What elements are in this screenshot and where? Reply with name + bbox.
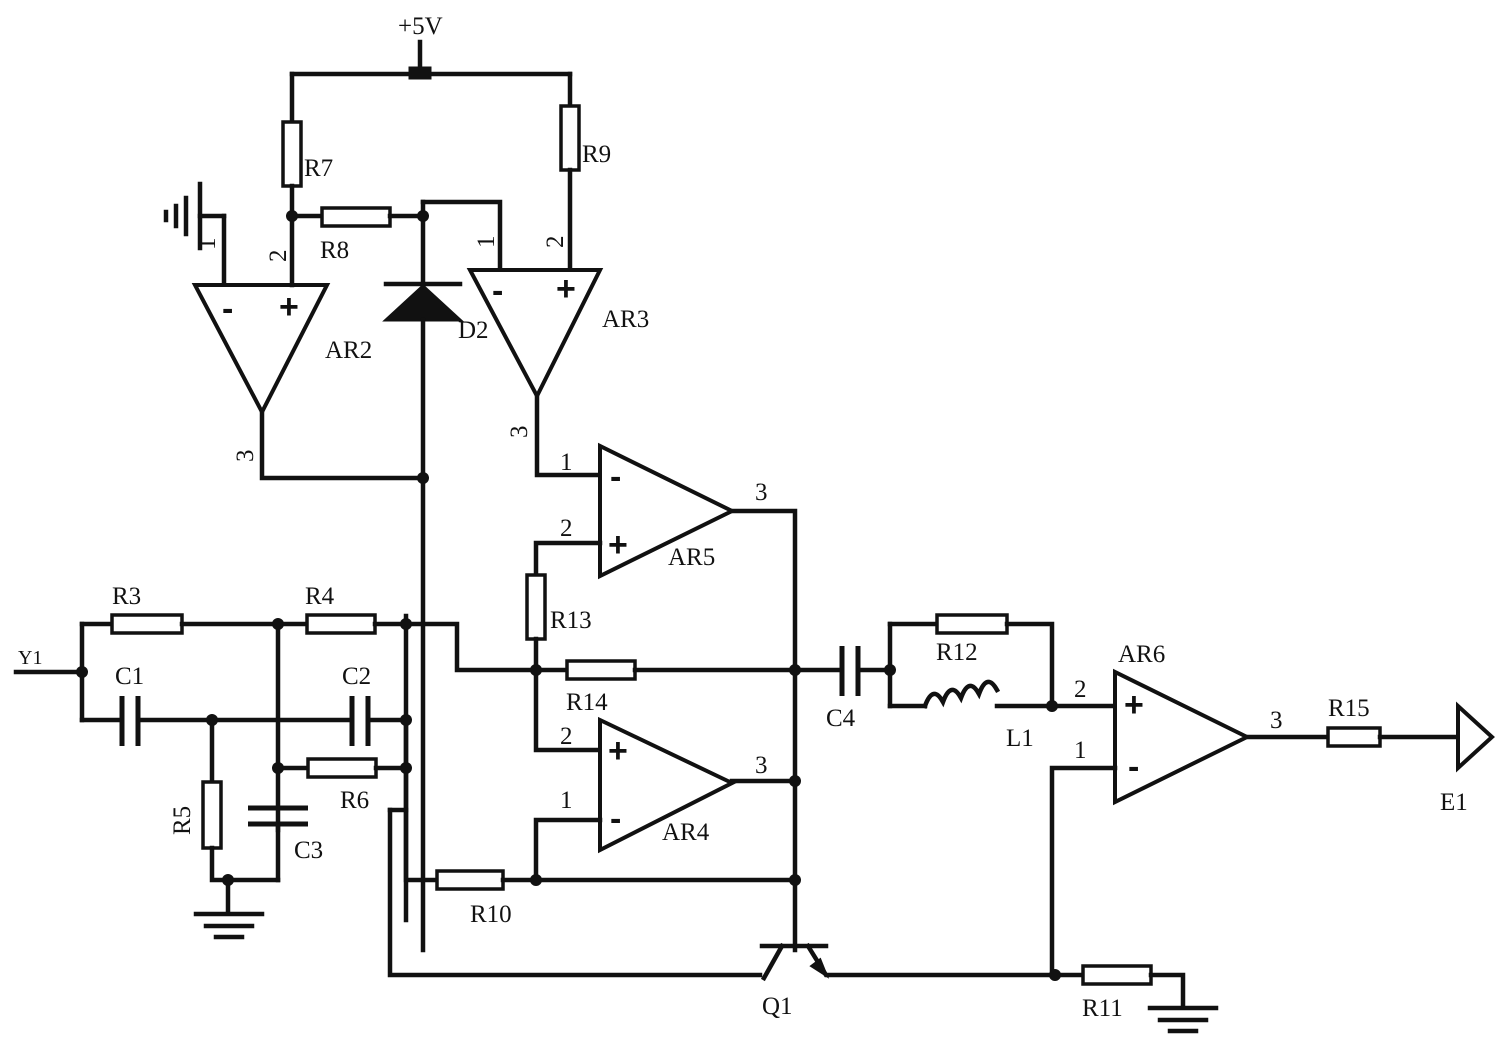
r5-label: R5 [169, 806, 196, 835]
resistor-r12: R12 [887, 613, 1055, 709]
ar6-plus: + [1124, 686, 1144, 724]
opamp-ar2: - + AR2 1 2 3 [191, 213, 426, 481]
ar4-plus: + [608, 732, 628, 770]
ar6-pin-out: 3 [1270, 707, 1283, 734]
r12-label: R12 [936, 639, 978, 666]
ar3-label: AR3 [602, 306, 649, 333]
r13-label: R13 [550, 607, 592, 634]
input-label: Y1 [18, 647, 42, 669]
ar5-plus: + [608, 526, 628, 564]
c1-label: C1 [115, 663, 144, 690]
ar5-label: AR5 [668, 544, 715, 571]
junction-dots [76, 210, 1061, 981]
ar5-pin-noninv: 2 [560, 515, 573, 542]
supply-rail: +5V [289, 13, 573, 125]
c3-label: C3 [294, 837, 323, 864]
ar2-minus: - [222, 290, 233, 328]
q1-label: Q1 [762, 993, 793, 1020]
capacitor-c4: C4 [826, 646, 893, 732]
resistor-r14: R14 [403, 621, 843, 716]
resistor-r7: R7 [281, 120, 333, 219]
d2-label: D2 [458, 317, 489, 344]
r7-label: R7 [304, 155, 333, 182]
resistor-r9: R9 [559, 104, 611, 273]
opamp-ar4: + - AR4 2 1 3 [533, 716, 798, 883]
ar4-pin-inv: 1 [560, 787, 573, 814]
ar3-pin-noninv: 2 [542, 236, 569, 249]
ar4-label: AR4 [662, 819, 710, 846]
ar3-plus: + [556, 270, 576, 308]
r15-label: R15 [1328, 695, 1370, 722]
ar3-pin-inv: 1 [473, 236, 500, 249]
ar4-pin-out: 3 [755, 752, 768, 779]
opamp-ar5: - + AR5 1 2 3 [533, 442, 798, 953]
ar2-pin-inv: 1 [194, 238, 221, 251]
ar2-pin-noninv: 2 [265, 250, 292, 263]
transistor-q1: Q1 [387, 807, 1058, 1020]
opamp-ar6: + - AR6 2 1 3 [1049, 641, 1331, 978]
diode-d2: D2 [382, 199, 503, 953]
r11-label: R11 [1082, 995, 1123, 1022]
ar2-label: AR2 [325, 337, 372, 364]
ar2-plus: + [279, 288, 299, 326]
resistor-r11: R11 [1052, 964, 1219, 1034]
resistor-r15: R15 [1326, 695, 1459, 748]
c4-label: C4 [826, 705, 856, 732]
c2-label: C2 [342, 663, 371, 690]
ar6-minus: - [1128, 748, 1139, 786]
ar4-pin-noninv: 2 [560, 723, 573, 750]
r4-label: R4 [305, 583, 335, 610]
r14-label: R14 [566, 689, 608, 716]
l1-label: L1 [1006, 725, 1034, 752]
r8-label: R8 [320, 237, 349, 264]
r6-label: R6 [340, 787, 369, 814]
ar5-pin-inv: 1 [560, 449, 573, 476]
ar6-label: AR6 [1118, 641, 1165, 668]
input-network: Y1 R3 R4 C1 C2 R5 C3 R [13, 583, 409, 940]
r10-label: R10 [470, 901, 512, 928]
ground-symbol-top [163, 181, 227, 288]
resistor-r8: R8 [289, 206, 426, 264]
r9-label: R9 [582, 141, 611, 168]
ar5-minus: - [610, 458, 621, 496]
supply-label: +5V [398, 13, 443, 40]
ar3-minus: - [492, 272, 503, 310]
ar3-pin-out: 3 [506, 426, 533, 439]
opamp-ar3: - + AR3 1 2 3 [466, 236, 649, 478]
ar5-pin-out: 3 [755, 479, 768, 506]
ar2-pin-out: 3 [232, 450, 259, 463]
output-label: E1 [1440, 789, 1468, 816]
ar4-minus: - [610, 800, 621, 838]
output-terminal: E1 [1440, 701, 1495, 816]
r3-label: R3 [112, 583, 141, 610]
ar6-pin-noninv: 2 [1074, 676, 1087, 703]
ar6-pin-inv: 1 [1074, 737, 1087, 764]
